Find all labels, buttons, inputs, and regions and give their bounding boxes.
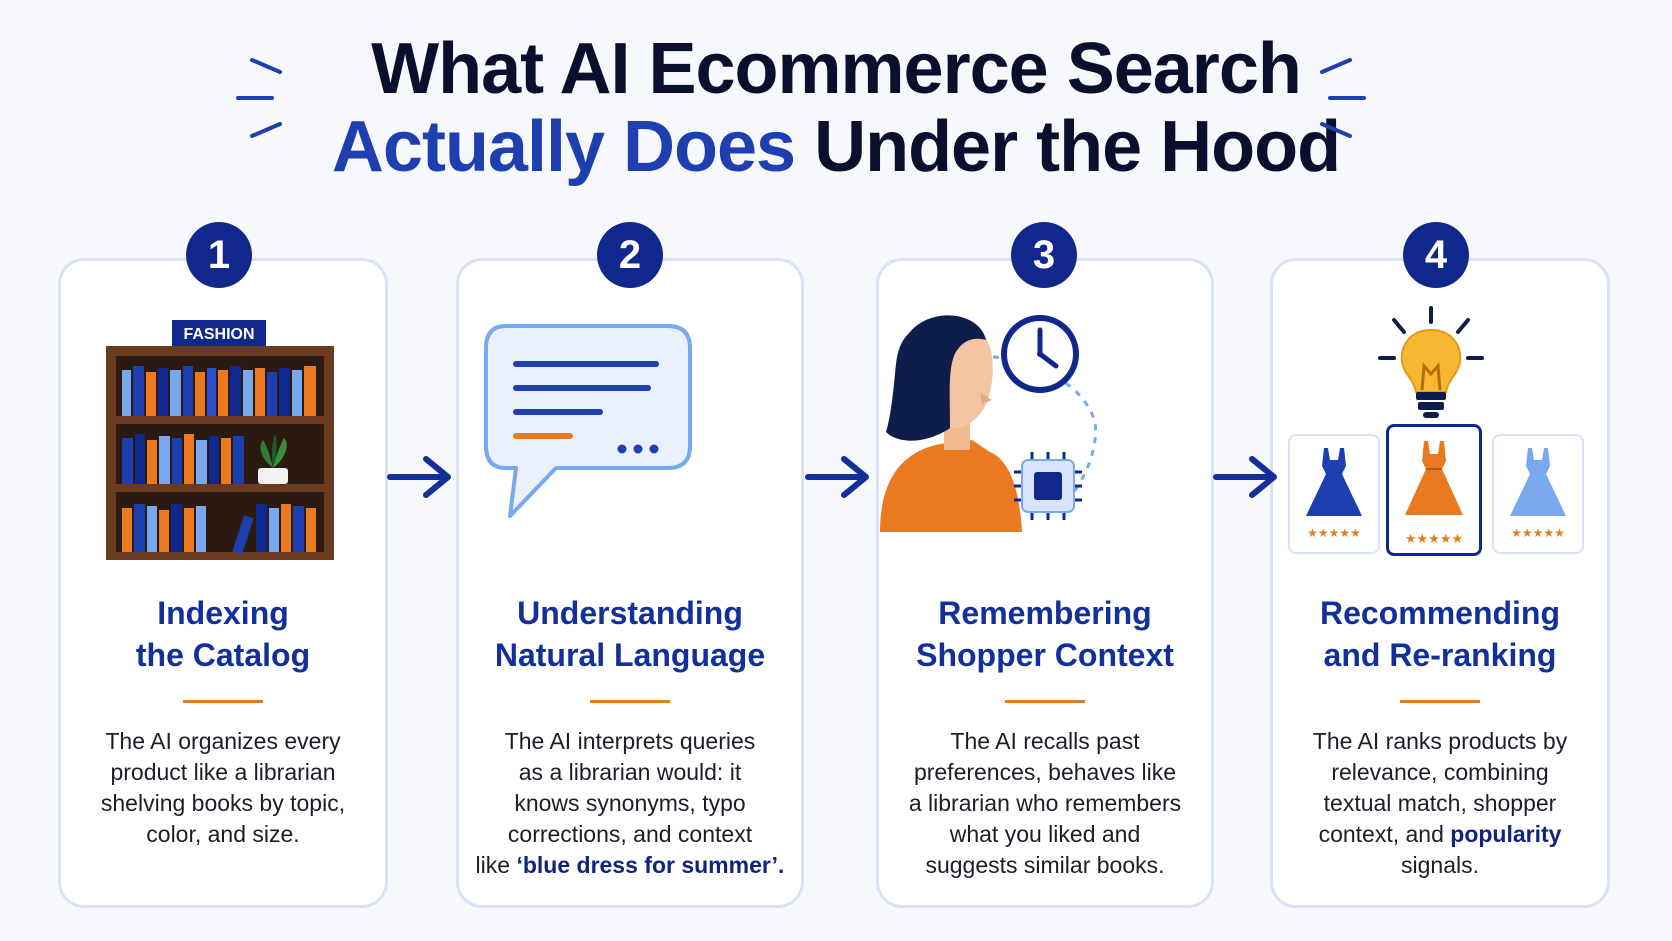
desc-line: suggests similar books. [925,852,1165,878]
step-description-2: The AI interprets queries as a librarian… [460,726,800,881]
heading-line: Indexing [157,595,289,631]
desc-line: a librarian who remembers [908,790,1182,816]
heading-line: and Re-ranking [1323,637,1557,673]
rating-stars: ★★★★★ [1404,531,1464,546]
desc-line: The AI ranks products by [1312,728,1568,754]
chat-bubble-icon [484,324,692,518]
bookshelf-icon: FASHION [106,320,334,560]
lightbulb-icon [1378,306,1484,418]
desc-line: product like a librarian [110,759,336,785]
step-description-4: The AI ranks products by relevance, comb… [1275,726,1605,881]
arrow-right-icon [1213,456,1277,498]
step-number-badge-3: 3 [1011,222,1077,288]
desc-highlight: ‘blue dress for summer’. [516,852,785,878]
desc-line: like ‘blue dress for summer’. [460,850,800,881]
heading-line: Remembering [938,595,1152,631]
arrow-right-icon [805,456,869,498]
orange-divider [1005,700,1085,703]
dress-icon [1510,448,1566,516]
desc-line: The AI interprets queries [504,728,756,754]
orange-divider [183,700,263,703]
desc-prefix: context, and [1318,821,1451,847]
step-number-badge-1: 1 [186,222,252,288]
step-description-1: The AI organizes every product like a li… [68,726,378,850]
desc-line: corrections, and context [507,821,753,847]
desc-line: context, and popularity [1275,819,1605,850]
desc-line: textual match, shopper [1323,790,1557,816]
heading-line: Natural Language [494,637,766,673]
desc-line: relevance, combining [1331,759,1549,785]
heading-line: the Catalog [135,637,311,673]
title-accent: Actually Does [331,107,796,187]
orange-divider [590,700,670,703]
desc-line: as a librarian would: it [518,759,742,785]
heading-line: Understanding [517,595,743,631]
arrow-right-icon [387,456,451,498]
title-rest: Under the Hood [814,107,1341,187]
desc-line: color, and size. [146,821,300,847]
dress-icon [1306,448,1362,516]
desc-highlight: popularity [1450,821,1562,847]
heading-line: Shopper Context [916,637,1174,673]
shopper-memory-icon [880,315,1098,532]
page-title: What AI Ecommerce Search [371,29,1302,109]
product-card: ★★★★★ [1288,434,1380,554]
left-sparkle-icon [236,58,282,138]
product-card-featured: ★★★★★ [1386,424,1482,556]
dress-icon [1405,441,1463,515]
desc-line: preferences, behaves like [913,759,1177,785]
desc-line: what you liked and [949,821,1141,847]
desc-line: knows synonyms, typo [514,790,746,816]
product-card: ★★★★★ [1492,434,1584,554]
step-number-badge-4: 4 [1403,222,1469,288]
heading-line: Recommending [1319,595,1561,631]
step-number-badge-2: 2 [597,222,663,288]
step-heading-1: Indexing the Catalog [58,592,388,676]
desc-prefix: like [475,852,517,878]
desc-line: signals. [1401,852,1479,878]
step-description-3: The AI recalls past preferences, behaves… [880,726,1210,881]
desc-line: shelving books by topic, [100,790,346,816]
page-subtitle: Actually Does Under the Hood [0,106,1672,188]
shelf-label: FASHION [183,326,254,343]
step-heading-4: Recommending and Re-ranking [1270,592,1610,676]
desc-line: The AI recalls past [950,728,1140,754]
rating-stars: ★★★★★ [1307,526,1361,540]
orange-divider [1400,700,1480,703]
right-sparkle-icon [1320,58,1366,138]
rating-stars: ★★★★★ [1511,526,1565,540]
desc-line: The AI organizes every [105,728,341,754]
